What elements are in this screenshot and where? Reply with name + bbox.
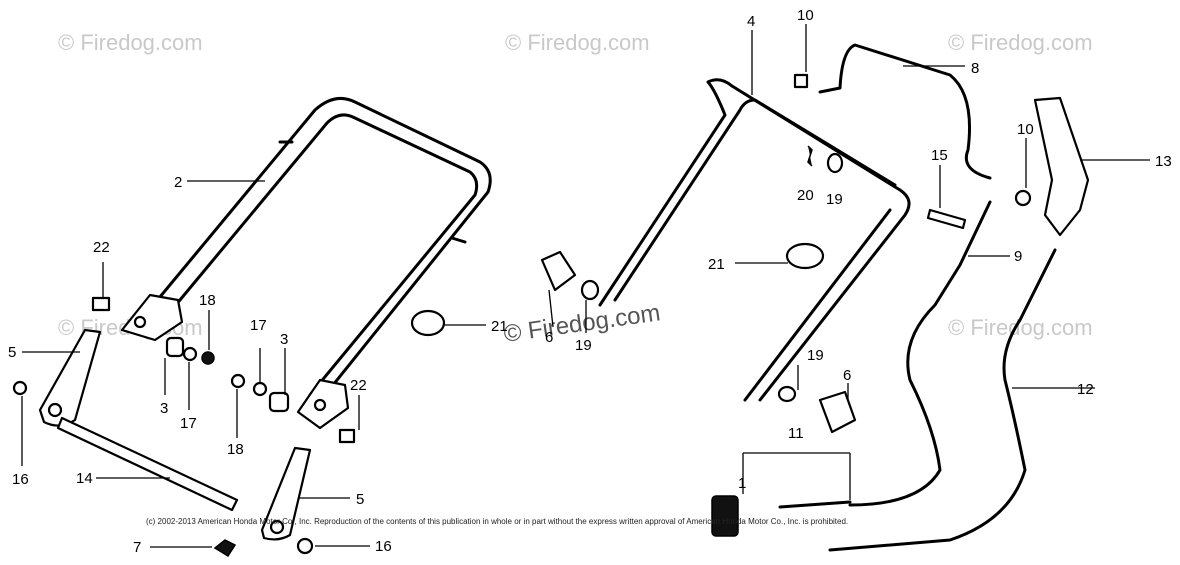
nut-18-left [201,351,215,365]
callout-18-right: 18 [227,441,244,458]
callout-17-left: 17 [180,415,197,432]
knob-6-right [818,390,857,434]
callout-5-left: 5 [8,344,16,361]
collar-3-left [165,336,185,358]
callout-13: 13 [1155,153,1172,170]
knob-6-left [540,250,577,292]
callout-5-right: 5 [356,491,364,508]
collar-3-right [268,391,290,413]
callout-15: 15 [931,147,948,164]
control-lever-13 [1033,96,1090,237]
callout-21-right: 21 [708,256,725,273]
washer-17-left [182,346,198,362]
watermark-top-center: © Firedog.com [505,30,650,55]
washer-17-right [252,381,268,397]
callout-19-right: 19 [807,347,824,364]
callout-14: 14 [76,470,93,487]
nut-16-left [12,380,28,396]
pivot-rod [56,416,239,512]
callout-19-left: 19 [575,337,592,354]
callout-21-left: 21 [491,318,508,335]
callout-22-left: 22 [93,239,110,256]
callout-10-top: 10 [797,7,814,24]
callout-3-right: 3 [280,331,288,348]
callout-6-left: 6 [545,329,553,346]
callout-9: 9 [1014,248,1022,265]
bracket-hole-left [133,315,147,329]
grip-1 [711,495,739,537]
callout-18-left: 18 [199,292,216,309]
callout-6-right: 6 [843,367,851,384]
watermark-top-left: © Firedog.com [58,30,203,55]
throttle-cable-9 [848,200,992,507]
callout-12: 12 [1077,381,1094,398]
copyright-notice: (c) 2002-2013 American Honda Motor Co., … [146,517,848,526]
callout-8: 8 [971,60,979,77]
washer-19-left [580,279,600,301]
spring-clip-7 [213,539,237,558]
callout-3-left: 3 [160,400,168,417]
callout-1: 1 [738,475,746,492]
leader-lines [21,24,1150,548]
pivot-bracket-right [260,446,312,541]
cable-clamp-21-right [785,242,825,270]
upper-handle [598,78,911,402]
callout-17-right: 17 [250,317,267,334]
pin-20 [807,145,813,167]
callout-2: 2 [174,174,182,191]
pivot-hole-right [269,519,285,535]
nut-16-right [296,537,314,555]
lower-handle-frame [143,96,492,397]
callout-4: 4 [747,13,755,30]
callout-20: 20 [797,187,814,204]
nut-10-right [1014,189,1032,207]
washer-19-right [777,385,797,403]
callout-11: 11 [788,425,804,442]
clutch-cable-12 [828,248,1057,552]
cable-clamp-21-left [410,309,446,337]
watermark-top-right: © Firedog.com [948,30,1093,55]
callout-16-left: 16 [12,471,29,488]
callout-7: 7 [133,539,141,556]
callout-10-right: 10 [1017,121,1034,138]
bolt-15 [926,208,967,230]
pivot-hole-left [47,402,63,418]
bracket-hole-right [313,398,327,412]
nut-18-right [230,373,246,389]
nut-10-top [793,73,809,89]
lower-bracket-left [120,293,184,342]
control-rod-8 [818,43,992,180]
callout-22-right: 22 [350,377,367,394]
bolt-22-left [91,296,111,312]
cable-end-11 [778,500,852,509]
bolt-22-right [338,428,356,444]
callout-19-top: 19 [826,191,843,208]
callout-16-right: 16 [375,538,392,555]
washer-19-top [826,152,844,174]
